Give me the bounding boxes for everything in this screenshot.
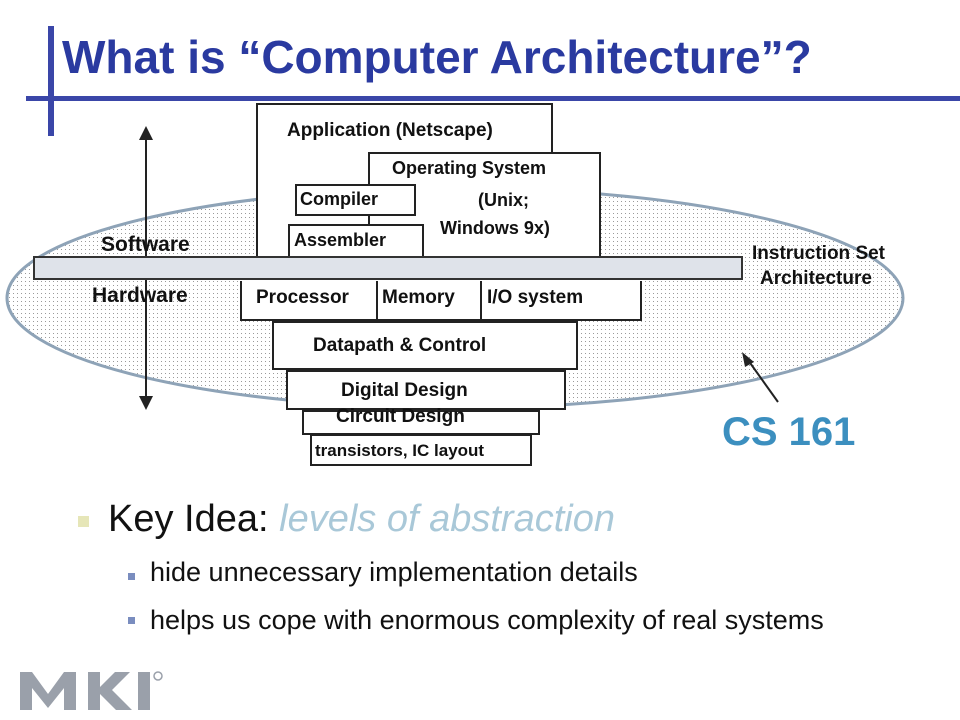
circuit-design-label: Circuit Design [336,406,465,427]
io-system-box [480,281,642,321]
digital-design-label: Digital Design [341,380,468,401]
page-title: What is “Computer Architecture”? [62,31,812,83]
title-accent-vertical-bar [48,26,54,136]
isa-bar [33,256,743,280]
transistors-box [310,434,532,466]
compiler-label: Compiler [300,189,379,209]
hardware-label: Hardware [92,284,188,307]
key-idea-prefix: Key Idea: [108,498,280,540]
software-label: Software [101,233,190,256]
sub-bullet-marker [128,617,135,624]
course-label: CS 161 [722,410,856,454]
bullet-marker [78,516,89,527]
cs161-arrowhead-icon [742,352,754,367]
transistors-label: transistors, IC layout [315,441,485,460]
sub-bullet-1: hide unnecessary implementation details [150,557,638,587]
processor-box [240,281,378,321]
io-system-label: I/O system [487,287,584,308]
arrow-down-head-icon [139,396,153,410]
cmu-logo-icon [20,671,163,710]
os-detail-line-1: (Unix; [478,190,529,210]
compiler-layer [295,184,416,216]
title-accent-horizontal-bar [26,96,960,101]
operating-system-label: Operating System [392,158,547,178]
key-idea-emphasis: levels of abstraction [279,498,615,540]
isa-label-line-2: Architecture [760,268,872,289]
application-label: Application (Netscape) [287,120,493,141]
sub-bullet-2: helps us cope with enormous complexity o… [150,603,850,637]
digital-design-box [286,370,566,410]
datapath-control-box [272,321,578,370]
os-detail-line-2: Windows 9x) [440,218,550,238]
datapath-control-label: Datapath & Control [313,335,487,356]
isa-label-line-1: Instruction Set [752,243,886,264]
assembler-label: Assembler [294,230,387,250]
arrow-up-head-icon [139,126,153,140]
cs161-pointer-arrow [747,359,779,403]
key-idea-bullet: Key Idea: levels of abstraction [108,498,615,541]
memory-label: Memory [382,287,455,308]
sub-bullet-marker [128,573,135,580]
processor-label: Processor [256,287,349,308]
sub-bullet-2-text: helps us cope with enormous complexity o… [150,605,824,635]
